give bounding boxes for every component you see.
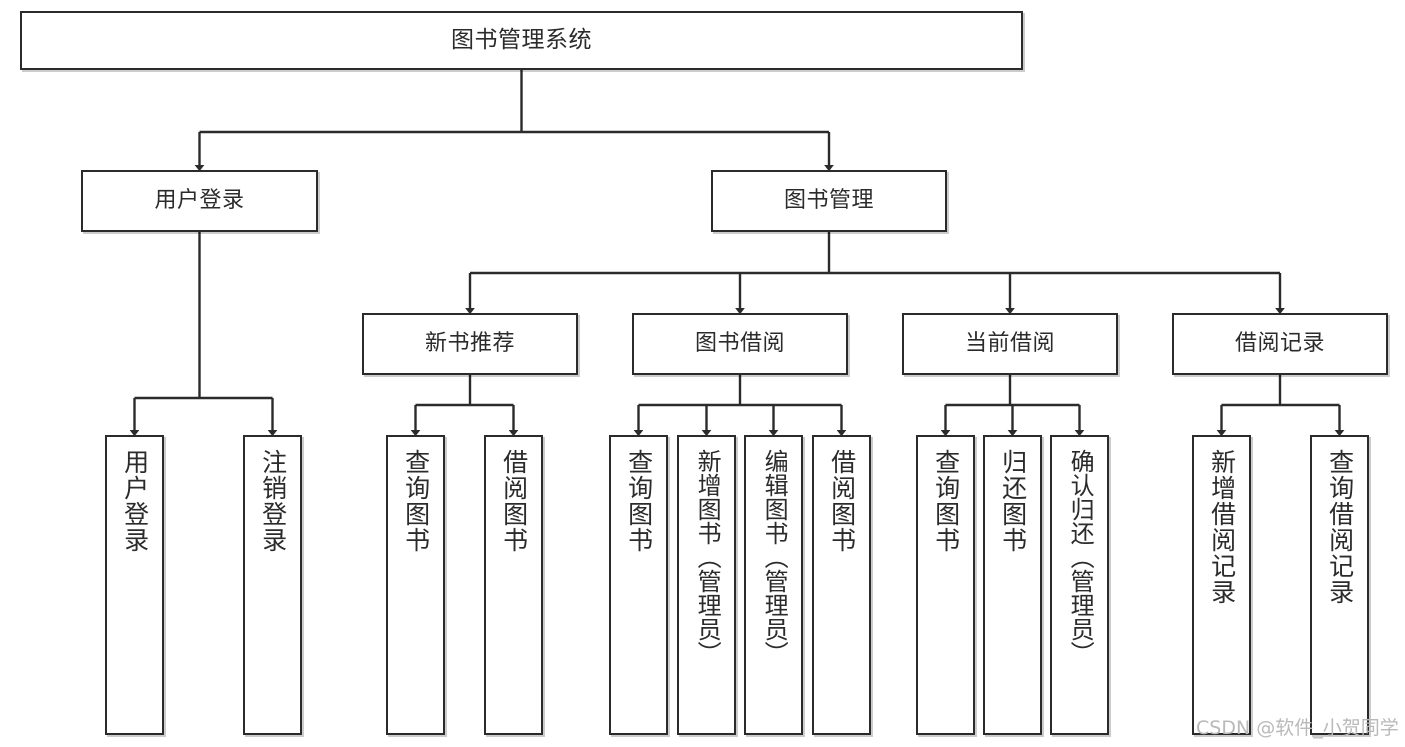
node-label: 注销登录 xyxy=(258,449,288,553)
node-label: 借阅图书 xyxy=(827,449,857,553)
node-book-borrow[interactable]: 图书借阅 xyxy=(632,313,848,375)
node-user-login[interactable]: 用户登录 xyxy=(81,170,318,232)
node-leaf-user-login[interactable]: 用户登录 xyxy=(105,435,164,735)
node-leaf-bb-query[interactable]: 查询图书 xyxy=(609,435,668,735)
node-label: 图书管理系统 xyxy=(451,26,592,53)
node-label: 新增借阅记录 xyxy=(1207,449,1237,605)
node-leaf-rec-borrow[interactable]: 借阅图书 xyxy=(484,435,543,735)
node-book-mgmt[interactable]: 图书管理 xyxy=(711,170,947,232)
node-leaf-cb-return[interactable]: 归还图书 xyxy=(983,435,1042,735)
node-label: 查询图书 xyxy=(401,449,431,553)
node-root[interactable]: 图书管理系统 xyxy=(20,11,1023,70)
node-leaf-cb-query[interactable]: 查询图书 xyxy=(916,435,975,735)
node-label: 查询图书 xyxy=(624,449,654,553)
node-leaf-bb-add[interactable]: 新增图书（管理员） xyxy=(677,435,736,735)
node-label: 新书推荐 xyxy=(424,331,515,357)
csdn-watermark: CSDN @软件_小贺同学 xyxy=(1196,717,1399,739)
node-borrow-record[interactable]: 借阅记录 xyxy=(1172,313,1388,375)
node-leaf-bb-borrow[interactable]: 借阅图书 xyxy=(812,435,871,735)
node-label: 编辑图书（管理员） xyxy=(760,449,789,665)
node-leaf-br-add[interactable]: 新增借阅记录 xyxy=(1192,435,1251,735)
node-label: 当前借阅 xyxy=(964,331,1055,357)
node-label: 确认归还（管理员） xyxy=(1066,449,1095,665)
node-label: 借阅图书 xyxy=(499,449,529,553)
node-label: 查询借阅记录 xyxy=(1325,449,1355,605)
node-leaf-bb-edit[interactable]: 编辑图书（管理员） xyxy=(744,435,803,735)
node-new-book-rec[interactable]: 新书推荐 xyxy=(362,313,578,375)
node-leaf-user-logout[interactable]: 注销登录 xyxy=(243,435,302,735)
node-leaf-br-query[interactable]: 查询借阅记录 xyxy=(1310,435,1369,735)
node-label: 查询图书 xyxy=(931,449,961,553)
node-leaf-cb-confirm[interactable]: 确认归还（管理员） xyxy=(1050,435,1109,735)
node-label: 借阅记录 xyxy=(1234,331,1325,357)
node-label: 用户登录 xyxy=(154,188,245,214)
node-label: 图书管理 xyxy=(783,188,874,214)
node-current-borrow[interactable]: 当前借阅 xyxy=(902,313,1118,375)
node-label: 图书借阅 xyxy=(694,331,785,357)
node-label: 归还图书 xyxy=(998,449,1028,553)
node-label: 新增图书（管理员） xyxy=(693,449,722,665)
node-leaf-rec-query[interactable]: 查询图书 xyxy=(386,435,445,735)
node-label: 用户登录 xyxy=(120,449,150,553)
